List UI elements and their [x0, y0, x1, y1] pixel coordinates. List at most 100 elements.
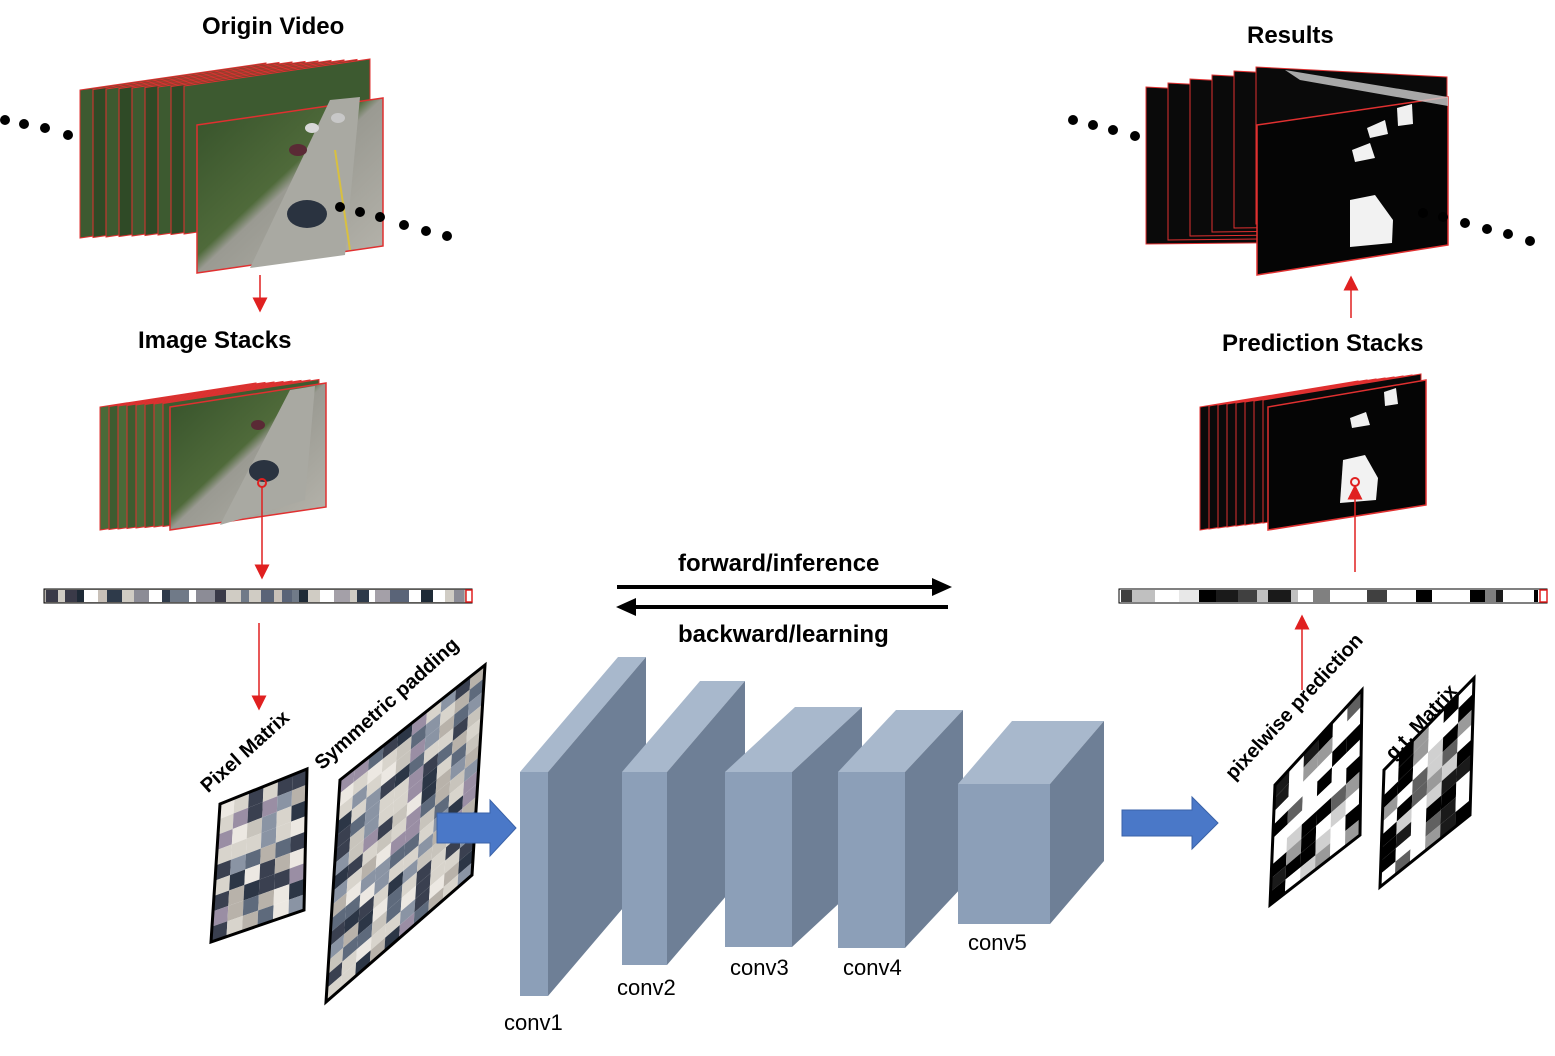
conv-block-top — [622, 681, 745, 772]
matrix-cell — [400, 885, 417, 912]
matrix-cell — [1331, 784, 1347, 813]
pixel-vector-right — [1118, 588, 1548, 604]
matrix-cell — [450, 755, 466, 781]
vector-cell — [1503, 590, 1513, 602]
vector-cell — [1513, 590, 1534, 602]
matrix-cell — [402, 858, 418, 885]
matrix-cell — [232, 807, 249, 829]
matrix-cell — [1381, 821, 1397, 848]
matrix-cell — [1410, 808, 1427, 836]
matrix-cell — [329, 920, 345, 947]
matrix-cell — [418, 819, 435, 846]
matrix-cell — [1331, 768, 1347, 798]
vector-cell — [249, 590, 261, 602]
matrix-cell — [1383, 768, 1399, 796]
matrix-cell — [409, 751, 425, 777]
vector-cell — [98, 590, 107, 602]
vector-cell — [445, 590, 454, 602]
matrix-cell — [243, 879, 260, 901]
matrix-cell — [276, 806, 292, 828]
matrix-cell — [1301, 796, 1317, 825]
vector-cell — [77, 590, 84, 602]
matrix-cell — [419, 806, 435, 832]
matrix-cell — [399, 912, 415, 939]
matrix-cell — [275, 821, 292, 843]
matrix-cell — [409, 737, 426, 763]
vector-cell — [162, 590, 170, 602]
matrix-cell — [212, 905, 229, 927]
matrix-cell — [467, 704, 483, 730]
vector-cell — [1361, 590, 1367, 602]
matrix-cell — [1272, 824, 1288, 852]
matrix-cell — [403, 845, 419, 871]
matrix-cell — [370, 924, 387, 951]
matrix-cell — [1303, 737, 1319, 768]
matrix-cell — [399, 898, 416, 925]
matrix-cell — [289, 847, 306, 869]
matrix-cell — [1316, 797, 1332, 826]
matrix-cell — [466, 717, 482, 743]
matrix-cell — [229, 869, 246, 891]
vector-cell — [84, 590, 98, 602]
matrix-cell — [469, 665, 485, 690]
matrix-cell — [1345, 818, 1361, 847]
vector-cell — [1238, 590, 1257, 602]
matrix-cell — [340, 962, 357, 990]
matrix-cell — [1380, 834, 1397, 861]
matrix-cell — [352, 770, 369, 797]
conv-block-1 — [520, 657, 646, 996]
matrix-cell — [468, 691, 484, 717]
matrix-cell — [380, 774, 396, 801]
image-stack — [99, 378, 327, 531]
matrix-cell — [1332, 737, 1347, 768]
matrix-cell — [291, 800, 307, 822]
matrix-cell — [1288, 781, 1304, 811]
matrix-cell — [407, 778, 423, 804]
matrix-cell — [381, 747, 398, 773]
matrix-cell — [438, 727, 454, 753]
matrix-cell — [390, 830, 406, 857]
results-front — [1256, 70, 1449, 276]
backward-arrow — [616, 598, 948, 616]
matrix-cell — [386, 898, 402, 925]
matrix-cell — [355, 950, 371, 977]
matrix-cell — [416, 846, 433, 873]
vector-cell — [350, 590, 357, 602]
matrix-cell — [364, 800, 381, 826]
prediction-front — [1267, 379, 1427, 531]
matrix-cell — [1425, 824, 1441, 851]
matrix-cell — [1440, 812, 1456, 839]
origin-video-stack — [79, 58, 384, 274]
matrix-cell — [344, 894, 361, 921]
matrix-cell — [375, 842, 392, 869]
matrix-cell — [1396, 808, 1412, 835]
matrix-cell — [290, 831, 306, 853]
matrix-cell — [410, 724, 427, 750]
matrix-cell — [421, 766, 438, 792]
matrix-cell — [1413, 724, 1429, 754]
matrix-cell — [1317, 752, 1333, 782]
matrix-cell — [374, 869, 390, 896]
vector-cell — [334, 590, 350, 602]
matrix-cell — [385, 911, 401, 938]
gt-matrix — [1378, 674, 1476, 891]
vector-cell — [1338, 590, 1361, 602]
matrix-cell — [377, 815, 393, 842]
matrix-cell — [332, 878, 348, 905]
matrix-cell — [406, 791, 422, 817]
matrix-cell — [330, 906, 346, 933]
matrix-cell — [373, 883, 389, 910]
matrix-cell — [1397, 766, 1414, 795]
matrix-cell — [435, 767, 452, 793]
matrix-cell — [1346, 738, 1362, 769]
matrix-cell — [462, 783, 478, 809]
vector-cell — [1534, 590, 1538, 602]
matrix-cell — [333, 851, 350, 878]
matrix-cell — [371, 910, 387, 937]
matrix-cell — [434, 780, 451, 807]
vector-cell — [282, 590, 292, 602]
matrix-cell — [359, 882, 375, 908]
vector-cell — [1274, 590, 1291, 602]
matrix-cell — [1347, 690, 1362, 722]
